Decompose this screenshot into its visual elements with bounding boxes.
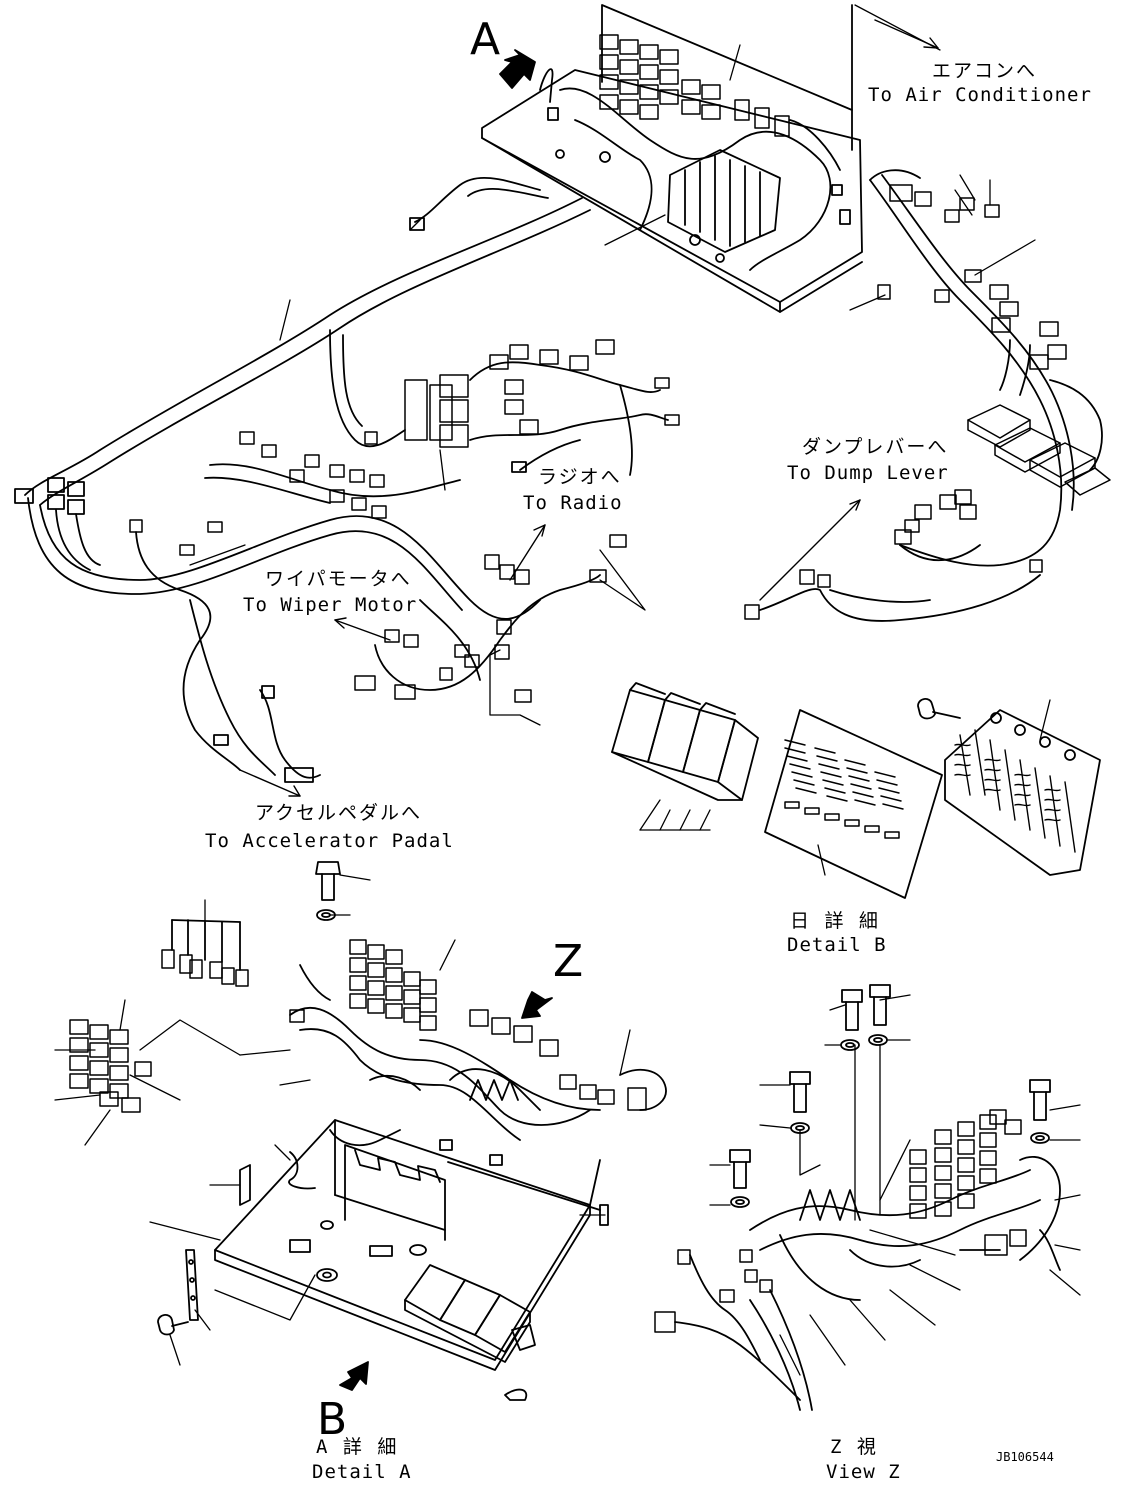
detail-a-label-en: Detail A bbox=[312, 1461, 412, 1483]
wiper-motor-arrowhead bbox=[335, 618, 346, 628]
view-z-arrow bbox=[522, 992, 552, 1018]
radio-label-en: To Radio bbox=[523, 492, 623, 514]
right-harness bbox=[745, 170, 1110, 621]
accelerator-label-jp: アクセルペダルへ bbox=[255, 802, 423, 824]
view-z-label-en: View Z bbox=[826, 1461, 901, 1483]
trunk-harness bbox=[15, 178, 679, 782]
view-b-marker: B bbox=[317, 1394, 348, 1445]
destination-arrows bbox=[240, 20, 938, 796]
detail-b-label-en: Detail B bbox=[787, 934, 887, 956]
detail-a-label-jp: A 詳 細 bbox=[316, 1436, 399, 1458]
drawing-number: JB106544 bbox=[996, 1450, 1054, 1464]
wiper-motor-label-jp: ワイパモータへ bbox=[265, 568, 412, 590]
detail-a-assembly bbox=[70, 862, 666, 1400]
detail-b-parts bbox=[612, 683, 1100, 898]
air-conditioner-arrowhead bbox=[924, 38, 938, 48]
leader-lines bbox=[55, 5, 1080, 1375]
top-panel-assembly bbox=[482, 5, 862, 312]
wiper-motor-label-en: To Wiper Motor bbox=[243, 594, 418, 616]
dump-lever-arrowhead bbox=[850, 500, 860, 510]
dump-lever-label-en: To Dump Lever bbox=[787, 462, 949, 484]
radio-label-jp: ラジオへ bbox=[538, 466, 622, 488]
accelerator-arrowhead bbox=[289, 786, 300, 796]
view-a-arrow bbox=[500, 50, 535, 88]
accelerator-label-en: To Accelerator Padal bbox=[205, 830, 454, 852]
view-z-label-jp: Z 視 bbox=[830, 1436, 878, 1458]
air-conditioner-label-jp: エアコンへ bbox=[932, 60, 1038, 82]
detail-b-label-jp: 日 詳 細 bbox=[790, 910, 880, 932]
view-b-arrow bbox=[340, 1362, 368, 1390]
radio-arrowhead bbox=[534, 525, 545, 536]
view-a-marker: A bbox=[470, 14, 501, 65]
view-z-marker: Z bbox=[553, 936, 584, 987]
callout-arrows bbox=[340, 50, 552, 1390]
air-conditioner-label-en: To Air Conditioner bbox=[868, 84, 1092, 106]
dump-lever-label-jp: ダンプレバーへ bbox=[802, 436, 949, 458]
view-z-assembly bbox=[655, 985, 1060, 1410]
